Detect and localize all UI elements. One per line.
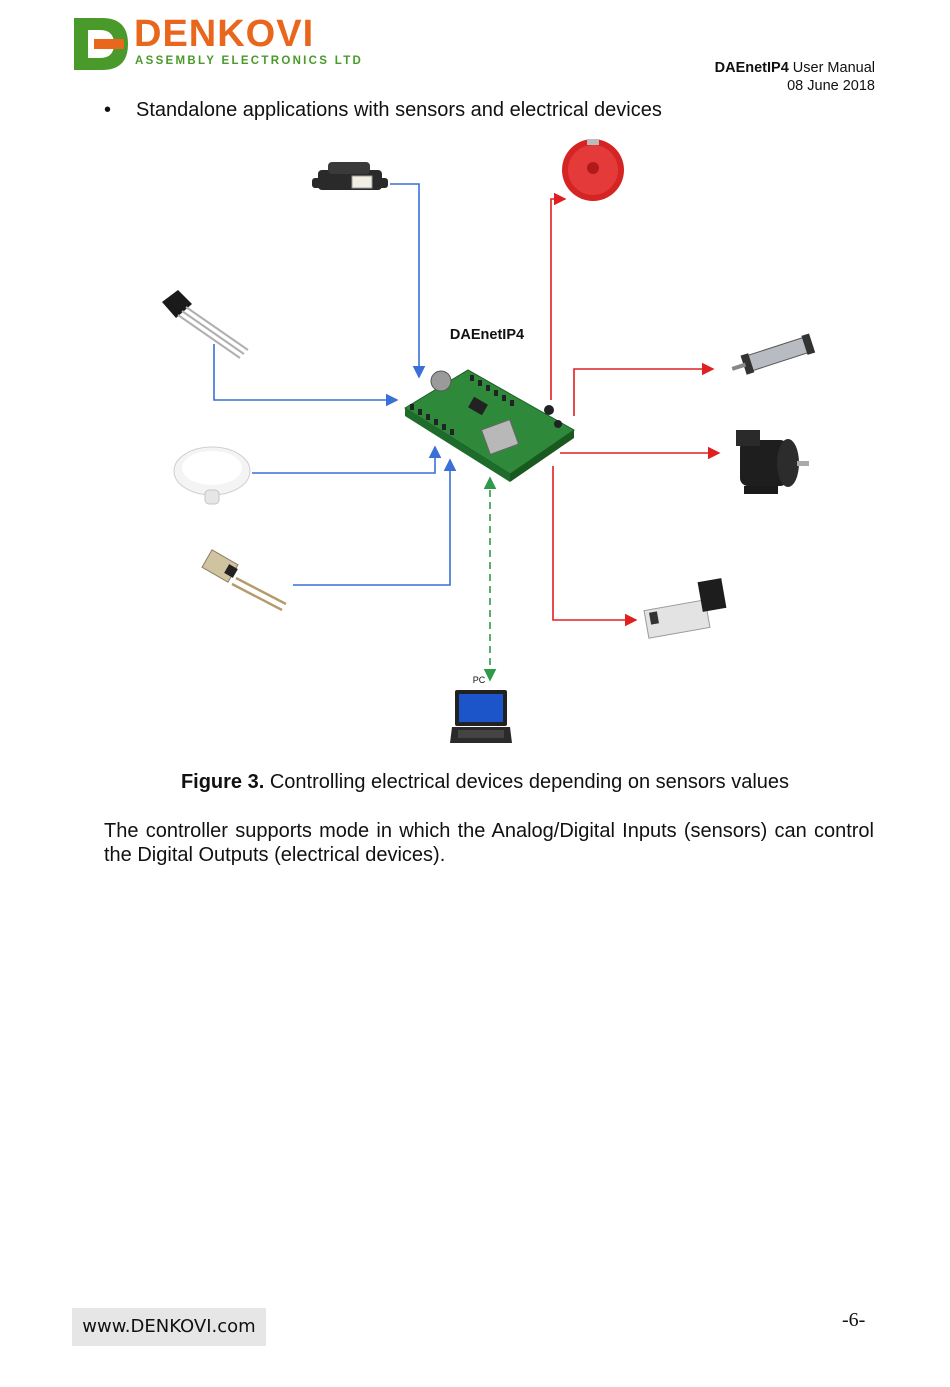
logo-tagline: ASSEMBLY ELECTRONICS LTD: [135, 55, 364, 67]
pneumatic-cylinder-icon: [731, 333, 816, 375]
figure-caption: Figure 3. Controlling electrical devices…: [0, 770, 950, 794]
output-connection-lines: [550, 192, 721, 627]
denkovi-logo: [72, 14, 332, 74]
logo-d-mark-icon: [74, 18, 128, 70]
output-line-solenoid-valve: [552, 466, 638, 627]
input-line-distance-sensor: [390, 183, 426, 379]
input-line-humidity-sensor: [293, 458, 457, 586]
bullet-text: Standalone applications with sensors and…: [136, 99, 662, 121]
distance-sensor-icon: [312, 162, 388, 190]
header-product: DAEnetIP4: [714, 60, 789, 76]
input-connection-lines: [213, 183, 457, 586]
page-number: -6-: [842, 1309, 866, 1331]
input-line-temperature-transistor: [213, 344, 399, 407]
output-line-alarm-bell: [550, 192, 567, 400]
output-line-pneumatic-cylinder: [573, 362, 715, 416]
input-line-motion-sensor: [252, 445, 442, 474]
alarm-bell-icon: [562, 139, 624, 201]
figure-diagram: DAEnetIP4: [162, 139, 816, 743]
temperature-transistor-icon: [162, 290, 249, 359]
footer-website: www.DENKOVI.com: [72, 1308, 266, 1346]
electric-motor-icon: [736, 430, 809, 494]
body-paragraph: The controller supports mode in which th…: [104, 820, 874, 866]
motion-sensor-icon: [173, 446, 251, 505]
figure-label: Figure 3.: [180, 771, 265, 793]
laptop-icon: [450, 690, 512, 743]
solenoid-valve-icon: [643, 578, 727, 639]
bullet-dot: •: [104, 99, 112, 121]
daenetip4-board-icon: [404, 369, 575, 482]
controller-label: DAEnetIP4: [450, 327, 524, 343]
document-header: DAEnetIP4 User Manual 08 June 2018: [715, 59, 875, 95]
bullet-list-item: • Standalone applications with sensors an…: [104, 98, 662, 122]
header-doc-type: User Manual: [788, 60, 875, 76]
header-date: 08 June 2018: [787, 78, 875, 94]
humidity-sensor-icon: [201, 549, 287, 612]
pc-label: PC: [473, 675, 486, 685]
figure-caption-text: Controlling electrical devices depending…: [264, 771, 790, 793]
logo-wordmark: DENKOVI: [134, 13, 315, 55]
